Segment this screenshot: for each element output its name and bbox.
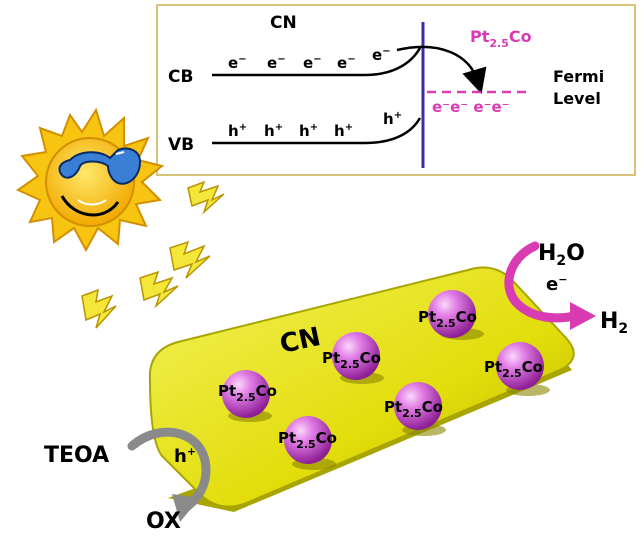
nanoparticle: Pt2.5Co [418, 290, 484, 340]
nanoparticle: Pt2.5Co [322, 332, 384, 384]
vb-holes: h+ h+ h+ h+ h+ [228, 110, 402, 140]
reduction-reaction: H2O e− H2 [504, 241, 628, 337]
light-rays [81, 180, 225, 329]
vb-hole: h+ [334, 122, 353, 140]
fermi-label-line1: Fermi [553, 67, 604, 86]
particle-label: Pt2.5Co [418, 308, 477, 330]
cb-electron: e− [228, 54, 247, 72]
cb-electron: e− [303, 54, 322, 72]
band-diagram-frame [156, 4, 636, 176]
particle-label: Pt2.5Co [384, 398, 443, 420]
ox-label: OX [146, 509, 181, 534]
oxidation-reaction: TEOA h+ OX [44, 427, 211, 534]
particle-label: Pt2.5Co [278, 429, 337, 451]
particle-label: Pt2.5Co [484, 358, 543, 380]
particle-label: Pt2.5Co [322, 349, 381, 371]
teoa-label: TEOA [44, 443, 109, 468]
reduction-arrow-head [570, 302, 596, 330]
fermi-electrons: e⁻e⁻ e⁻e⁻ [432, 98, 510, 116]
cb-electron: e− [267, 54, 286, 72]
cocatalyst-label: Pt2.5Co [470, 27, 532, 50]
oxidation-hole: h+ [174, 445, 196, 467]
cb-label: CB [168, 67, 193, 87]
lightning-icon [81, 288, 117, 329]
cb-electron: e− [337, 54, 356, 72]
sun-icon [15, 107, 165, 253]
lightning-icon [169, 240, 211, 279]
reduction-arrow [504, 241, 579, 323]
nanoparticle: Pt2.5Co [278, 416, 337, 470]
water-label: H2O [538, 241, 585, 269]
fermi-label-line2: Level [553, 89, 601, 108]
nanoparticle: Pt2.5Co [384, 382, 446, 436]
vb-hole: h+ [228, 122, 247, 140]
lightning-icon [139, 270, 179, 309]
band-cn-label: CN [270, 13, 297, 33]
nanoparticle: Pt2.5Co [218, 370, 277, 422]
conduction-band-line [212, 47, 422, 77]
vb-hole: h+ [264, 122, 283, 140]
cb-electrons: e− e− e− e− e− [228, 46, 391, 72]
valence-band-line [212, 117, 422, 145]
oxidation-arrow [127, 427, 211, 511]
nanoparticle: Pt2.5Co [484, 342, 550, 396]
band-diagram: CN CB VB e− e− e− e− e− h+ h+ h+ h+ h+ P… [156, 4, 636, 176]
nanoparticles: Pt2.5Co Pt2.5Co Pt2.5Co Pt2.5Co Pt2.5Co … [218, 290, 550, 470]
hydrogen-label: H2 [600, 309, 628, 337]
cb-electron: e− [372, 46, 391, 64]
vb-hole: h+ [383, 110, 402, 128]
electron-transfer-arrow [396, 45, 487, 94]
vb-hole: h+ [299, 122, 318, 140]
particle-label: Pt2.5Co [218, 382, 277, 404]
oxidation-arrow-head [172, 494, 200, 522]
reduction-electron: e− [546, 273, 567, 295]
lightning-icon [187, 180, 225, 215]
vb-label: VB [168, 135, 194, 155]
